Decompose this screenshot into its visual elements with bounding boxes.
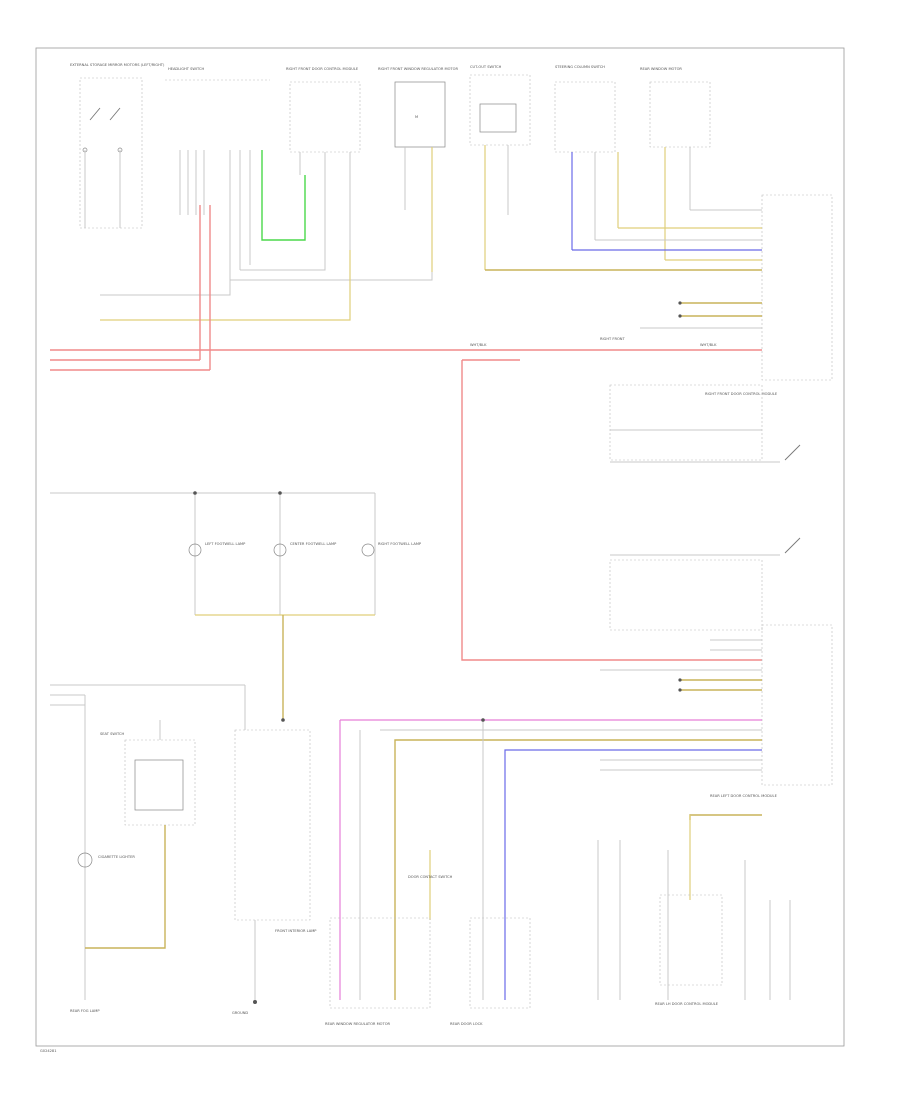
left-footwell-lamp: LEFT FOOTWELL LAMP	[188, 542, 246, 557]
svg-text:RIGHT FRONT DOOR CONTROL MODUL: RIGHT FRONT DOOR CONTROL MODULE	[705, 392, 778, 396]
svg-text:GROUND: GROUND	[232, 1011, 248, 1015]
footer-code: G024281	[40, 1049, 57, 1053]
outside-mirror-switch: EXTERNAL STORAGE MIRROR MOTORS (LEFT/RIG…	[70, 63, 165, 229]
green-wire	[261, 150, 306, 241]
seat-switch: SEAT SWITCH	[100, 720, 196, 826]
svg-text:REAR WINDOW REGULATOR MOTOR: REAR WINDOW REGULATOR MOTOR	[325, 1022, 391, 1026]
svg-text:EXTERNAL STORAGE MIRROR MOTORS: EXTERNAL STORAGE MIRROR MOTORS (LEFT/RIG…	[70, 63, 165, 67]
svg-text:REAR LEFT DOOR CONTROL MODULE: REAR LEFT DOOR CONTROL MODULE	[710, 794, 778, 798]
svg-text:WHT/BLK: WHT/BLK	[470, 343, 487, 347]
svg-text:REAR WINDOW MOTOR: REAR WINDOW MOTOR	[640, 67, 682, 71]
svg-text:REAR LH DOOR CONTROL MODULE: REAR LH DOOR CONTROL MODULE	[655, 1002, 719, 1006]
svg-text:RIGHT FRONT WINDOW REGULATOR M: RIGHT FRONT WINDOW REGULATOR MOTOR	[378, 67, 458, 71]
svg-text:CUT-OUT SWITCH: CUT-OUT SWITCH	[470, 65, 502, 69]
svg-text:SEAT SWITCH: SEAT SWITCH	[100, 732, 124, 736]
left-front-module: RIGHT FRONT DOOR CONTROL MODULE	[286, 67, 361, 250]
door-contact-switch: DOOR CONTACT SWITCH	[408, 875, 453, 879]
rear-fog-lamp: REAR FOG LAMP	[70, 950, 100, 1013]
front-interior-lamp: FRONT INTERIOR LAMP	[234, 685, 317, 1000]
svg-text:RIGHT FRONT DOOR CONTROL MODUL: RIGHT FRONT DOOR CONTROL MODULE	[286, 67, 359, 71]
svg-text:REAR DOOR LOCK: REAR DOOR LOCK	[450, 1022, 483, 1026]
svg-text:CIGARETTE LIGHTER: CIGARETTE LIGHTER	[98, 855, 135, 859]
right-footwell-lamp: RIGHT FOOTWELL LAMP	[361, 542, 422, 557]
cut-out-switch: CUT-OUT SWITCH	[469, 65, 531, 270]
svg-text:DOOR CONTACT SWITCH: DOOR CONTACT SWITCH	[408, 875, 453, 879]
steering-column: STEERING COLUMN SWITCH	[554, 65, 619, 250]
cigarette-lighter: CIGARETTE LIGHTER	[77, 852, 135, 868]
svg-text:RIGHT FOOTWELL LAMP: RIGHT FOOTWELL LAMP	[378, 542, 422, 546]
center-footwell-lamp: CENTER FOOTWELL LAMP	[273, 542, 337, 557]
rear-lh-door-control: REAR LH DOOR CONTROL MODULE	[655, 894, 723, 1006]
svg-text:STEERING COLUMN SWITCH: STEERING COLUMN SWITCH	[555, 65, 605, 69]
rear-window-motor: REAR WINDOW MOTOR	[640, 67, 711, 260]
rear-window-regulator: REAR WINDOW REGULATOR MOTOR	[325, 917, 431, 1026]
svg-text:FRONT INTERIOR LAMP: FRONT INTERIOR LAMP	[275, 929, 317, 933]
lh-headlamp-assembly: HEADLIGHT SWITCH	[165, 67, 270, 280]
svg-text:M: M	[415, 115, 418, 119]
right-front-door-module: RIGHT FRONT WINDOW REGULATOR MOTOR M	[378, 67, 458, 272]
ground-point: GROUND	[232, 1000, 257, 1015]
svg-text:RIGHT FRONT: RIGHT FRONT	[600, 337, 625, 341]
svg-text:REAR FOG LAMP: REAR FOG LAMP	[70, 1009, 100, 1013]
svg-text:HEADLIGHT SWITCH: HEADLIGHT SWITCH	[168, 67, 204, 71]
right-front-door-control-module: RIGHT FRONT DOOR CONTROL MODULE	[485, 194, 833, 396]
rear-left-module: REAR LEFT DOOR CONTROL MODULE	[600, 624, 833, 798]
diagram-frame	[35, 47, 845, 1047]
svg-text:CENTER FOOTWELL LAMP: CENTER FOOTWELL LAMP	[290, 542, 337, 546]
svg-text:WHT/BLK: WHT/BLK	[700, 343, 717, 347]
svg-text:LEFT FOOTWELL LAMP: LEFT FOOTWELL LAMP	[205, 542, 246, 546]
rear-door-lock: REAR DOOR LOCK	[450, 917, 531, 1026]
